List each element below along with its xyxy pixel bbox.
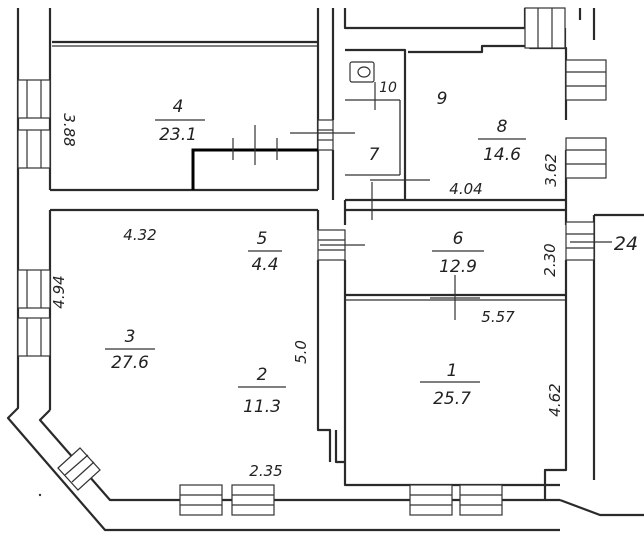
room-2-label: 2 11.3 xyxy=(238,365,286,417)
dimension-3-88: 3.88 xyxy=(60,113,78,146)
new-partition xyxy=(191,148,318,190)
room-area: 27.6 xyxy=(111,353,149,373)
room-number: 1 xyxy=(447,361,458,381)
dimension-2-30: 2.30 xyxy=(541,243,559,276)
speck xyxy=(38,493,42,497)
room-7-number: 7 xyxy=(369,145,380,165)
partition-ticks xyxy=(232,125,278,165)
room-area: 4.4 xyxy=(251,255,278,275)
room-number: 6 xyxy=(453,229,464,249)
dimension-4-04: 4.04 xyxy=(449,180,482,198)
room-number: 5 xyxy=(257,229,268,249)
dimension-4-94: 4.94 xyxy=(50,275,68,308)
windows xyxy=(17,7,607,516)
room-8-label: 8 14.6 xyxy=(478,117,526,165)
walls xyxy=(6,8,644,532)
room-number: 8 xyxy=(497,117,508,137)
dimension-5-57: 5.57 xyxy=(481,308,515,326)
room-number: 4 xyxy=(173,97,184,117)
dimension-lines xyxy=(290,82,612,320)
toilet-icon xyxy=(349,61,375,83)
room-9-number: 9 xyxy=(437,89,448,109)
room-area: 12.9 xyxy=(439,257,477,277)
room-5-label: 5 4.4 xyxy=(248,229,282,275)
dimension-5-0: 5.0 xyxy=(292,340,310,364)
room-number: 3 xyxy=(125,327,136,347)
side-number-24: 24 xyxy=(614,233,638,255)
room-number: 2 xyxy=(257,365,268,385)
room-area: 23.1 xyxy=(159,125,197,145)
room-1-label: 1 25.7 xyxy=(420,361,480,409)
room-6-label: 6 12.9 xyxy=(432,229,484,277)
room-area: 11.3 xyxy=(243,397,281,417)
room-4-label: 4 23.1 xyxy=(155,97,205,145)
dimension-4-62: 4.62 xyxy=(546,383,564,416)
dimension-2-35: 2.35 xyxy=(249,462,282,480)
dimension-3-62: 3.62 xyxy=(542,153,560,186)
room-3-label: 3 27.6 xyxy=(105,327,155,373)
room-area: 25.7 xyxy=(433,389,471,409)
room-10-number: 10 xyxy=(379,80,397,96)
dimension-4-32: 4.32 xyxy=(123,226,156,244)
room-area: 14.6 xyxy=(483,145,521,165)
